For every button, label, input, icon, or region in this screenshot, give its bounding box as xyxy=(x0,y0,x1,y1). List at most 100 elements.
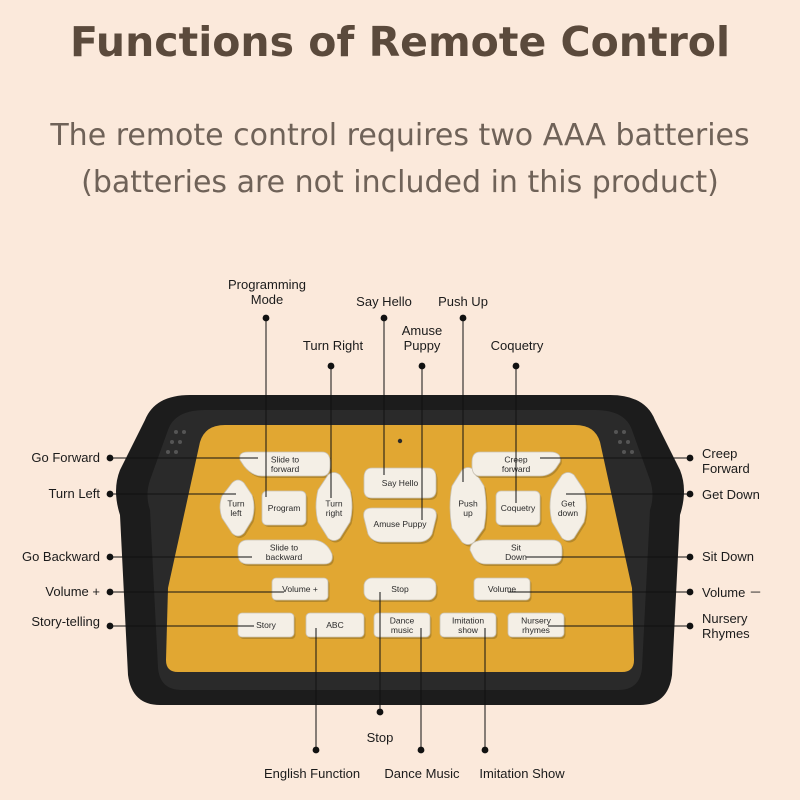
callout-go-backward: Go Backward xyxy=(22,549,252,564)
callout-volume-minus: Volume － xyxy=(508,585,762,600)
callout-dot xyxy=(327,362,335,370)
button-nursery-rhymes-label: Nursery xyxy=(521,615,552,625)
indicator-led xyxy=(397,438,403,444)
battery-note-line-2: (batteries are not included in this prod… xyxy=(81,165,719,200)
callout-dot xyxy=(262,314,270,322)
button-volume-minus-label: Volume xyxy=(488,584,517,594)
button-volume-minus[interactable]: Volume xyxy=(473,577,532,602)
callout-label-amuse-puppy: Amuse xyxy=(402,323,442,338)
callout-dot xyxy=(106,553,114,561)
button-volume-plus-label: Volume + xyxy=(282,584,318,594)
callout-sit-down: Sit Down xyxy=(526,549,754,564)
callout-dot xyxy=(380,314,388,322)
callout-get-down: Get Down xyxy=(566,487,760,502)
callout-coquetry: Coquetry xyxy=(491,338,544,503)
button-coquetry-label: Coquetry xyxy=(501,503,536,513)
callout-dot xyxy=(481,746,489,754)
button-say-hello[interactable]: Say Hello xyxy=(363,467,438,500)
callout-dot xyxy=(686,622,694,630)
callout-label-coquetry: Coquetry xyxy=(491,338,544,353)
callout-dot xyxy=(106,490,114,498)
battery-note-line-1: The remote control requires two AAA batt… xyxy=(50,118,750,153)
callout-label-creep-forward: Creep xyxy=(702,446,737,461)
button-story-label: Story xyxy=(256,620,277,630)
callout-label-amuse-puppy: Puppy xyxy=(404,338,441,353)
callout-go-forward: Go Forward xyxy=(31,450,258,465)
callout-label-imitation-show: Imitation Show xyxy=(479,766,565,781)
button-story[interactable]: Story xyxy=(237,612,296,639)
page-title: Functions of Remote Control xyxy=(69,18,731,66)
callout-label-creep-forward: Forward xyxy=(702,461,750,476)
button-say-hello-label: Say Hello xyxy=(382,478,419,488)
button-push-up-label: Push xyxy=(458,498,478,508)
button-turn-right-label: right xyxy=(326,508,343,518)
button-program-label: Program xyxy=(268,503,301,513)
callout-say-hello: Say Hello xyxy=(356,294,412,475)
button-panel xyxy=(166,425,634,672)
callout-label-stop: Stop xyxy=(367,730,394,745)
callout-dot xyxy=(686,490,694,498)
callout-label-dance-music: Dance Music xyxy=(384,766,460,781)
callout-dot xyxy=(106,622,114,630)
button-imitation-show-label: Imitation xyxy=(452,615,484,625)
callout-dot xyxy=(418,362,426,370)
callout-dance-music: Dance Music xyxy=(384,628,460,781)
callout-label-turn-left: Turn Left xyxy=(48,486,100,501)
callout-dot xyxy=(686,553,694,561)
callout-dot xyxy=(512,362,520,370)
button-amuse-puppy-label: Amuse Puppy xyxy=(374,519,428,529)
button-slide-backward-label: Slide to xyxy=(270,542,299,552)
callout-label-story-telling: Story-telling xyxy=(31,614,100,629)
button-coquetry[interactable]: Coquetry xyxy=(495,490,542,527)
button-program[interactable]: Program xyxy=(261,490,308,527)
button-amuse-puppy[interactable]: Amuse Puppy xyxy=(363,507,438,544)
right-speaker-holes xyxy=(614,430,634,454)
callout-dot xyxy=(459,314,467,322)
callout-label-nursery-rhymes: Nursery xyxy=(702,611,748,626)
callout-push-up: Push Up xyxy=(438,294,488,482)
button-push-up-label: up xyxy=(463,508,473,518)
button-nursery-rhymes-label: rhymes xyxy=(522,625,550,635)
callout-stop: Stop xyxy=(367,592,394,745)
button-sit-down-label: Sit xyxy=(511,542,522,552)
callout-story-telling: Story-telling xyxy=(31,614,254,630)
callout-label-go-backward: Go Backward xyxy=(22,549,100,564)
button-stop-label: Stop xyxy=(391,584,409,594)
button-stop[interactable]: Stop xyxy=(363,577,438,602)
callout-label-get-down: Get Down xyxy=(702,487,760,502)
callout-label-go-forward: Go Forward xyxy=(31,450,100,465)
button-get-down-label: down xyxy=(558,508,579,518)
callout-label-turn-right: Turn Right xyxy=(303,338,364,353)
button-turn-left-label: left xyxy=(230,508,242,518)
button-turn-right-label: Turn xyxy=(325,498,342,508)
callout-turn-right: Turn Right xyxy=(303,338,364,498)
button-volume-plus[interactable]: Volume + xyxy=(271,577,330,602)
callout-label-sit-down: Sit Down xyxy=(702,549,754,564)
callout-label-nursery-rhymes: Rhymes xyxy=(702,626,750,641)
callout-dot xyxy=(312,746,320,754)
callout-imitation-show: Imitation Show xyxy=(479,628,565,781)
callout-label-push-up: Push Up xyxy=(438,294,488,309)
callout-label-programming-mode: Programming xyxy=(228,277,306,292)
callout-dot xyxy=(376,708,384,716)
callout-label-say-hello: Say Hello xyxy=(356,294,412,309)
button-turn-left-label: Turn xyxy=(227,498,244,508)
button-dance-music-label: music xyxy=(391,625,414,635)
button-abc[interactable]: ABC xyxy=(305,612,366,639)
button-dance-music-label: Dance xyxy=(390,615,415,625)
